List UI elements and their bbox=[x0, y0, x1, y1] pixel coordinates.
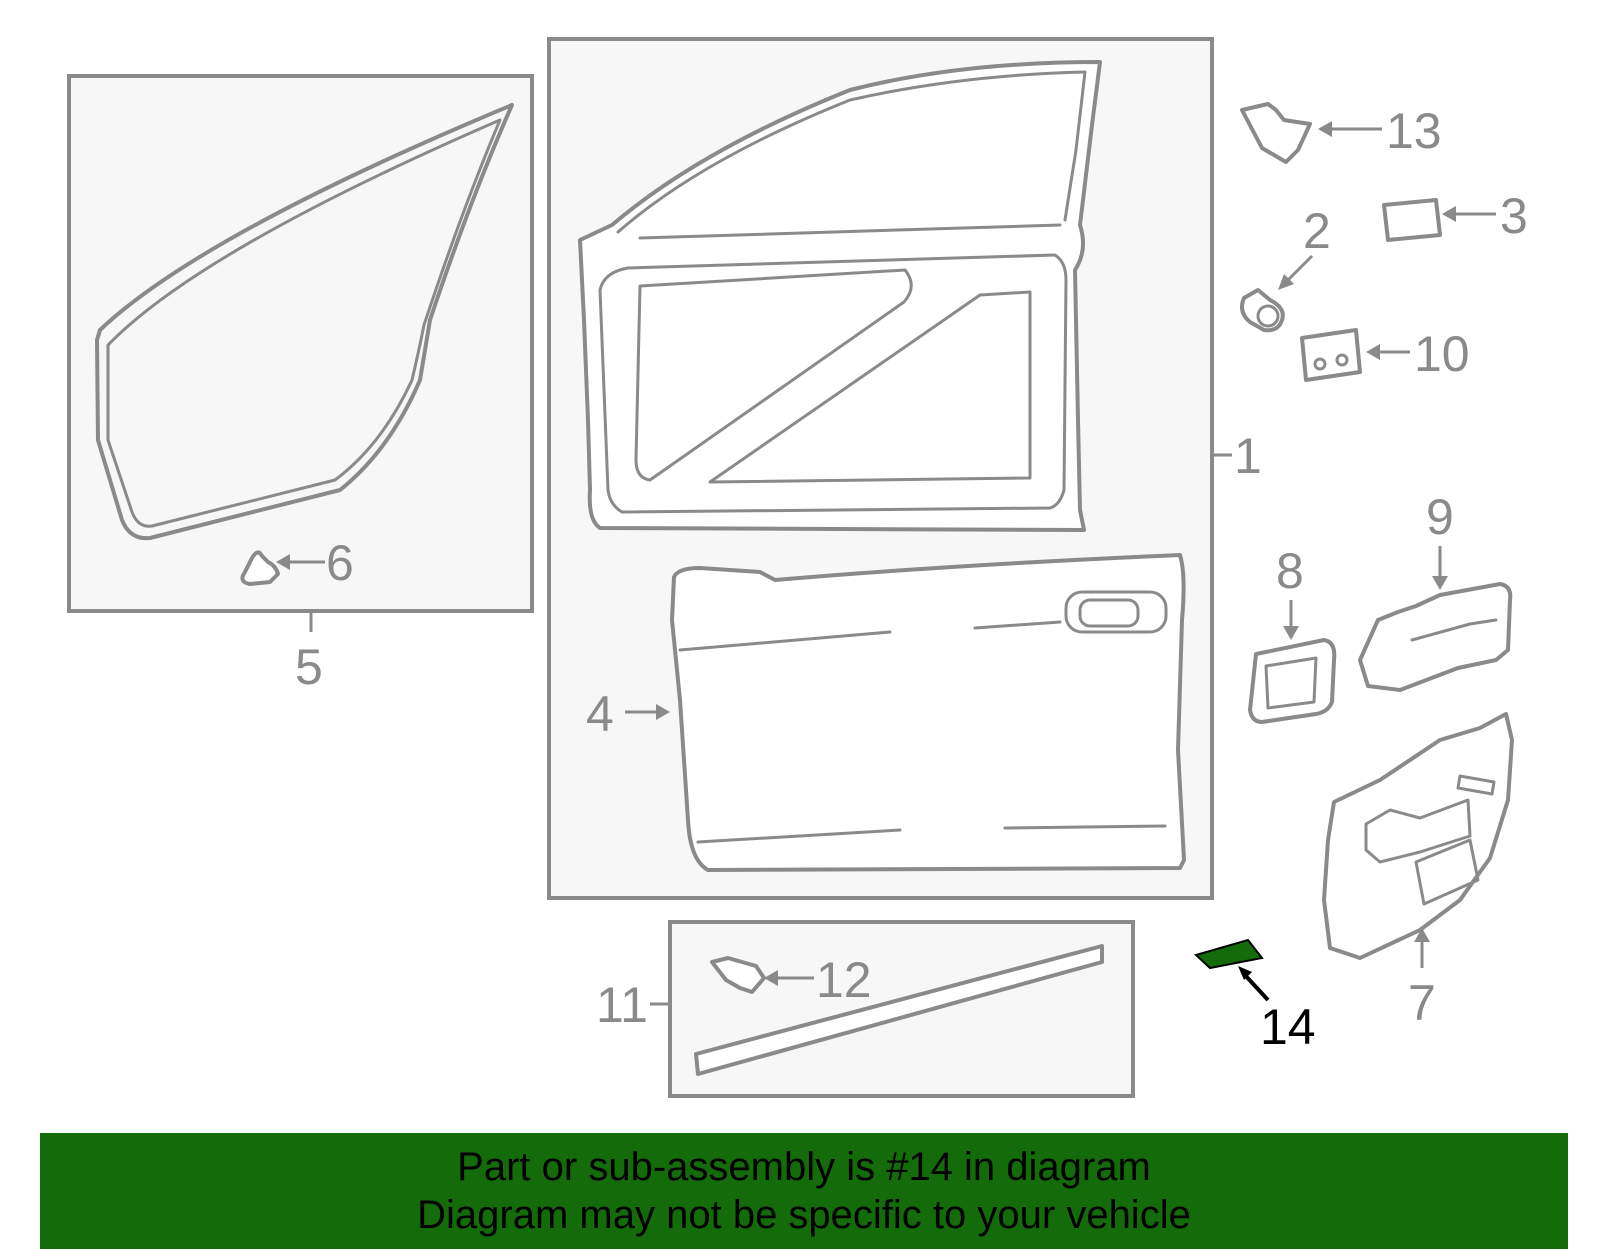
part-clip-6[interactable] bbox=[240, 550, 280, 586]
part-pad-3[interactable] bbox=[1382, 198, 1442, 242]
part-inside-handle-8[interactable] bbox=[1248, 638, 1337, 724]
part-molding-strip[interactable] bbox=[694, 944, 1104, 1076]
part-weatherstrip[interactable] bbox=[95, 103, 514, 541]
callout-6: 6 bbox=[326, 535, 354, 591]
callout-3: 3 bbox=[1500, 188, 1528, 244]
callout-5: 5 bbox=[295, 639, 323, 695]
callout-2: 2 bbox=[1303, 203, 1331, 259]
part-door-frame[interactable] bbox=[578, 60, 1102, 532]
callout-8: 8 bbox=[1276, 543, 1304, 599]
part-bumper-2[interactable] bbox=[1240, 288, 1285, 333]
part-bezel-9[interactable] bbox=[1358, 582, 1513, 692]
part-bracket-13[interactable] bbox=[1240, 102, 1312, 164]
callout-7: 7 bbox=[1408, 975, 1436, 1031]
callout-4: 4 bbox=[586, 686, 614, 742]
callout-12: 12 bbox=[816, 952, 872, 1008]
part-14-highlighted[interactable] bbox=[1194, 938, 1264, 970]
group-box-weatherstrip bbox=[67, 74, 534, 613]
banner-line-1: Part or sub-assembly is #14 in diagram bbox=[457, 1145, 1151, 1189]
callout-9: 9 bbox=[1426, 489, 1454, 545]
callout-14: 14 bbox=[1260, 999, 1316, 1055]
callout-11: 11 bbox=[596, 977, 648, 1033]
callout-13: 13 bbox=[1386, 103, 1442, 159]
banner-line-2: Diagram may not be specific to your vehi… bbox=[417, 1193, 1191, 1237]
part-plate-10[interactable] bbox=[1300, 328, 1362, 382]
part-trim-panel-7[interactable] bbox=[1322, 712, 1514, 960]
info-banner: Part or sub-assembly is #14 in diagram D… bbox=[40, 1133, 1568, 1249]
callout-1: 1 bbox=[1234, 428, 1262, 484]
part-outer-panel[interactable] bbox=[670, 553, 1186, 872]
callout-10: 10 bbox=[1414, 326, 1470, 382]
